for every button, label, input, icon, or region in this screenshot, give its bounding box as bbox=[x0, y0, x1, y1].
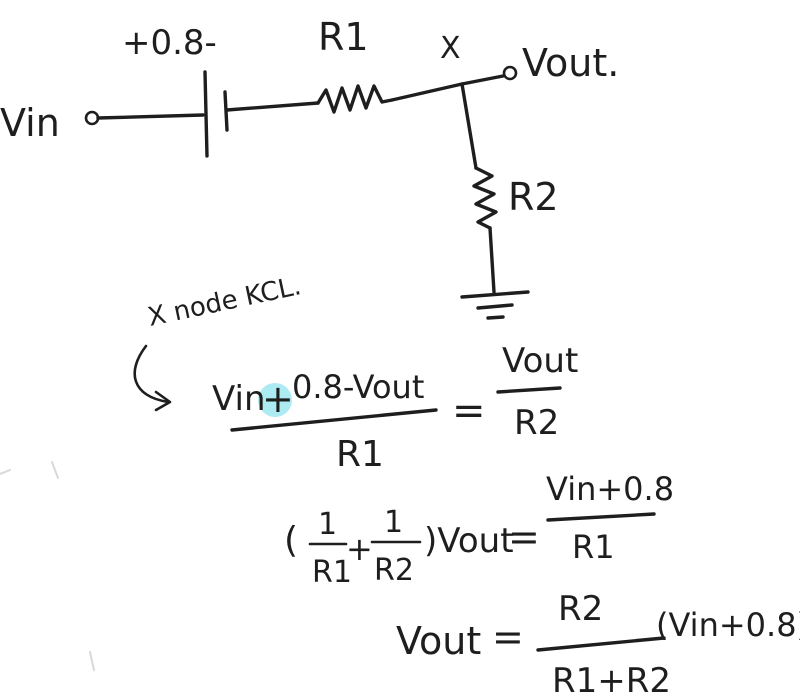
eq3-tail: (Vin+0.8) bbox=[656, 606, 800, 644]
eq2-plus: + bbox=[346, 530, 373, 568]
eq1-fraction-bar bbox=[230, 408, 438, 432]
eq1-rhs-numerator: Vout bbox=[502, 341, 578, 381]
highlighted-plus-marker bbox=[258, 383, 292, 417]
eq1-rhs-denominator: R2 bbox=[514, 403, 559, 443]
circuit-diagram bbox=[84, 65, 530, 320]
resistor-r1-symbol bbox=[316, 84, 394, 114]
faint-mark bbox=[89, 651, 95, 671]
eq3-lhs: Vout bbox=[396, 619, 481, 663]
wire-node-to-output bbox=[460, 74, 505, 86]
eq3-numerator: R2 bbox=[558, 589, 603, 629]
eq1-equals: = bbox=[452, 388, 486, 434]
eq1-num-vin: Vin bbox=[212, 379, 266, 419]
r1-label: R1 bbox=[318, 15, 369, 59]
wire-node-to-r2 bbox=[460, 82, 478, 170]
eq2-vout: )Vout bbox=[424, 521, 514, 561]
ground-line-2 bbox=[476, 303, 514, 310]
wire-input-to-source bbox=[96, 113, 205, 120]
output-label: Vout. bbox=[522, 41, 619, 85]
input-label: Vin bbox=[0, 101, 60, 145]
eq2-rhs-numerator: Vin+0.8 bbox=[546, 470, 674, 508]
equation-collected: ( 1 R1 + 1 R2 )Vout = Vin+0.8 R1 bbox=[284, 470, 674, 590]
eq1-rhs-fraction-bar bbox=[496, 386, 562, 394]
eq2-frac2-num: 1 bbox=[384, 505, 403, 540]
eq1-denominator: R1 bbox=[336, 434, 384, 475]
eq2-rhs-denominator: R1 bbox=[572, 528, 615, 566]
eq3-denominator: R1+R2 bbox=[552, 661, 671, 695]
r2-label: R2 bbox=[508, 175, 559, 219]
source-polarity-label: +0.8- bbox=[122, 23, 217, 63]
eq3-equals: = bbox=[492, 615, 524, 659]
arrow-head-icon bbox=[154, 390, 172, 412]
resistor-r2-symbol bbox=[472, 166, 498, 230]
eq2-frac1-num: 1 bbox=[318, 507, 337, 542]
eq2-equals: = bbox=[508, 515, 540, 559]
eq2-frac1-den: R1 bbox=[312, 555, 352, 590]
wire-r1-to-node bbox=[390, 82, 464, 102]
eq1-num-rest: 0.8-Vout bbox=[292, 368, 424, 406]
node-x-label: X bbox=[440, 31, 461, 66]
eq2-rhs-fraction-bar bbox=[546, 512, 656, 522]
eq3-fraction-bar bbox=[536, 636, 666, 652]
source-long-plate bbox=[203, 70, 209, 158]
equation-result: Vout = R2 R1+R2 (Vin+0.8) bbox=[396, 589, 800, 695]
ground-line-1 bbox=[460, 290, 530, 299]
faint-mark bbox=[0, 469, 11, 475]
eq2-open-paren: ( bbox=[284, 520, 298, 561]
eq1-num-plus: + bbox=[262, 377, 294, 421]
output-terminal bbox=[502, 65, 518, 81]
wire-source-to-r1 bbox=[225, 101, 320, 112]
kcl-note: X node KCL. bbox=[145, 271, 304, 333]
ground-line-3 bbox=[486, 315, 505, 320]
wire-r2-to-ground bbox=[488, 226, 496, 294]
equation-kcl: Vin + 0.8-Vout R1 = Vout R2 bbox=[212, 341, 578, 475]
faint-mark bbox=[51, 461, 59, 479]
curved-arrow-icon bbox=[133, 344, 170, 404]
input-terminal bbox=[84, 110, 100, 126]
eq2-frac2-den: R2 bbox=[374, 553, 414, 588]
